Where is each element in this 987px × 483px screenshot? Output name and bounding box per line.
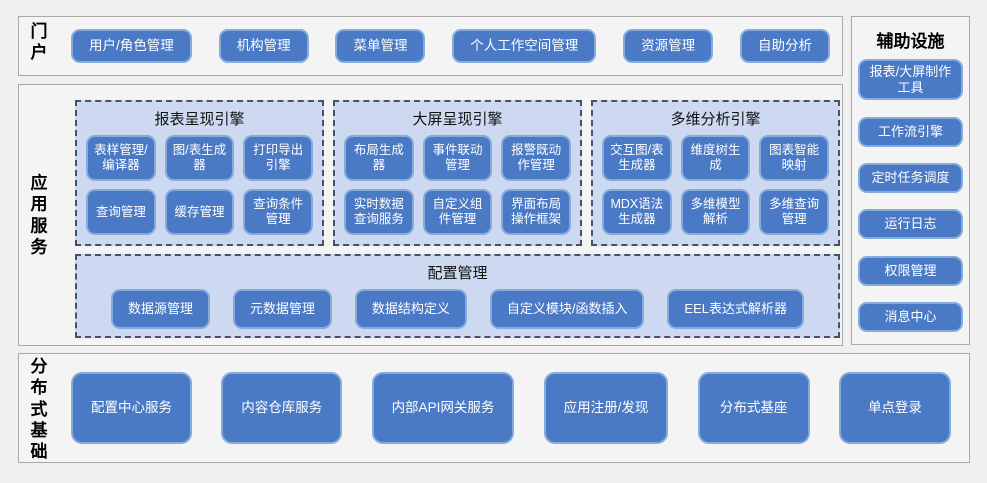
engine-title: 大屏呈现引擎 (412, 111, 503, 128)
engine-module-print-export-engine: 打印导出引擎 (243, 135, 313, 181)
engine-report-rendering: 报表呈现引擎 表样管理/编译器 图/表生成器 打印导出引擎 查询管理 缓存管理 … (75, 100, 324, 246)
auxiliary-button-column: 报表/大屏制作工具 工作流引擎 定时任务调度 运行日志 权限管理 消息中心 (858, 59, 963, 332)
portal-item-menu-management: 菜单管理 (335, 29, 426, 63)
dist-item-app-registration-discovery: 应用注册/发现 (543, 372, 669, 444)
distributed-foundation-label: 分布式基础 (30, 357, 48, 461)
engine-module-grid: 布局生成器 事件联动管理 报警既动作管理 实时数据查询服务 自定义组件管理 界面… (335, 133, 580, 244)
app-services-label: 应用服务 (30, 173, 48, 257)
portal-item-resource-management: 资源管理 (623, 29, 714, 63)
aux-item-scheduled-task-dispatch: 定时任务调度 (858, 162, 963, 193)
dist-item-content-repository-service: 内容仓库服务 (221, 372, 343, 444)
engine-row: 报表呈现引擎 表样管理/编译器 图/表生成器 打印导出引擎 查询管理 缓存管理 … (75, 100, 840, 246)
engine-module-query-management: 查询管理 (86, 189, 156, 235)
aux-item-report-dashboard-designer: 报表/大屏制作工具 (858, 59, 963, 101)
engine-module-multidim-model-parsing: 多维模型解析 (680, 189, 751, 235)
config-item-custom-module-function-insert: 自定义模块/函数插入 (489, 289, 645, 329)
distributed-foundation-section: 分布式基础 配置中心服务 内容仓库服务 内部API网关服务 应用注册/发现 分布… (18, 353, 970, 463)
engine-module-alarm-action-management: 报警既动作管理 (501, 135, 571, 181)
auxiliary-facilities-title: 辅助设施 (876, 32, 945, 51)
auxiliary-facilities-section: 辅助设施 报表/大屏制作工具 工作流引擎 定时任务调度 运行日志 权限管理 消息… (851, 16, 970, 345)
dist-item-distributed-base: 分布式基座 (697, 372, 810, 444)
engine-module-style-compiler: 表样管理/编译器 (86, 135, 156, 181)
engine-olap-analysis: 多维分析引擎 交互图/表生成器 维度树生成 图表智能映射 MDX语法生成器 多维… (591, 100, 840, 246)
config-item-data-structure-definition: 数据结构定义 (354, 289, 467, 329)
portal-item-organization-management: 机构管理 (218, 29, 309, 63)
engine-dashboard-rendering: 大屏呈现引擎 布局生成器 事件联动管理 报警既动作管理 实时数据查询服务 自定义… (333, 100, 582, 246)
config-management-panel: 配置管理 数据源管理 元数据管理 数据结构定义 自定义模块/函数插入 EEL表达… (75, 254, 840, 338)
engine-module-realtime-data-query-service: 实时数据查询服务 (344, 189, 414, 235)
engine-module-chart-smart-mapping: 图表智能映射 (759, 135, 829, 181)
dist-item-config-center-service: 配置中心服务 (71, 372, 192, 444)
aux-item-run-log: 运行日志 (858, 209, 963, 240)
engine-module-grid: 表样管理/编译器 图/表生成器 打印导出引擎 查询管理 缓存管理 查询条件管理 (77, 133, 322, 244)
aux-item-workflow-engine: 工作流引擎 (858, 116, 963, 147)
portal-item-user-role-management: 用户/角色管理 (71, 29, 192, 63)
config-title: 配置管理 (427, 265, 488, 282)
portal-button-row: 用户/角色管理 机构管理 菜单管理 个人工作空间管理 资源管理 自助分析 (71, 17, 830, 75)
portal-item-self-service-analysis: 自助分析 (739, 29, 830, 63)
portal-item-personal-workspace-management: 个人工作空间管理 (452, 29, 597, 63)
config-button-row: 数据源管理 元数据管理 数据结构定义 自定义模块/函数插入 EEL表达式解析器 (77, 287, 838, 329)
engine-module-dimension-tree-generation: 维度树生成 (680, 135, 751, 181)
aux-item-permission-management: 权限管理 (858, 255, 963, 286)
engine-module-interactive-chart-generator: 交互图/表生成器 (602, 135, 672, 181)
engine-title: 多维分析引擎 (670, 111, 761, 128)
engine-module-mdx-syntax-generator: MDX语法生成器 (602, 189, 672, 235)
engine-module-grid: 交互图/表生成器 维度树生成 图表智能映射 MDX语法生成器 多维模型解析 多维… (593, 133, 838, 244)
engine-module-event-linkage-management: 事件联动管理 (422, 135, 493, 181)
portal-section: 门户 用户/角色管理 机构管理 菜单管理 个人工作空间管理 资源管理 自助分析 (18, 16, 843, 76)
aux-item-message-center: 消息中心 (858, 301, 963, 332)
engine-module-chart-table-generator: 图/表生成器 (164, 135, 235, 181)
portal-label: 门户 (30, 22, 48, 63)
engine-module-layout-generator: 布局生成器 (344, 135, 414, 181)
distributed-button-row: 配置中心服务 内容仓库服务 内部API网关服务 应用注册/发现 分布式基座 单点… (71, 372, 951, 444)
engine-module-query-condition-management: 查询条件管理 (243, 189, 313, 235)
dist-item-single-sign-on: 单点登录 (838, 372, 951, 444)
config-item-metadata-management: 元数据管理 (232, 289, 332, 329)
app-services-section: 应用服务 报表呈现引擎 表样管理/编译器 图/表生成器 打印导出引擎 查询管理 … (18, 84, 843, 346)
engine-module-custom-component-management: 自定义组件管理 (422, 189, 493, 235)
engine-module-cache-management: 缓存管理 (164, 189, 235, 235)
engine-module-multidim-query-management: 多维查询管理 (759, 189, 829, 235)
engine-module-ui-layout-framework: 界面布局操作框架 (501, 189, 571, 235)
dist-item-internal-api-gateway-service: 内部API网关服务 (371, 372, 515, 444)
config-item-datasource-management: 数据源管理 (111, 289, 211, 329)
config-item-eel-expression-parser: EEL表达式解析器 (667, 289, 804, 329)
engine-title: 报表呈现引擎 (154, 111, 245, 128)
